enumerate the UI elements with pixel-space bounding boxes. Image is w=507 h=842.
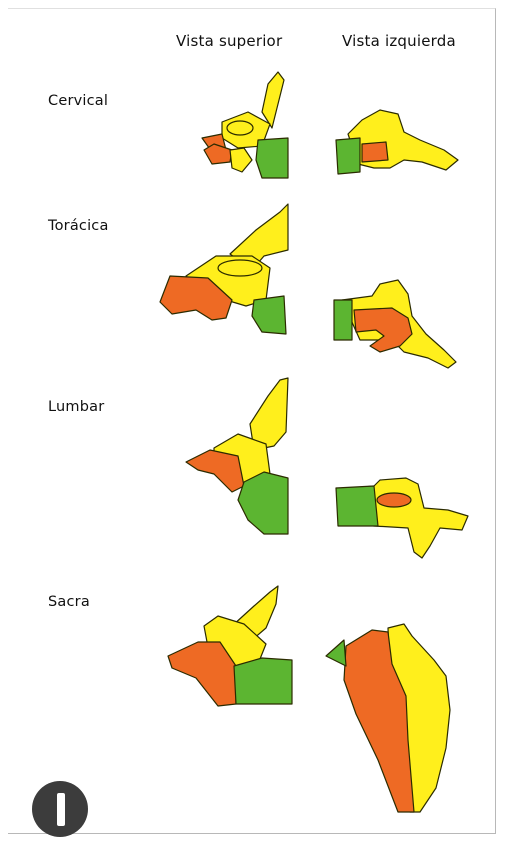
cervical-left-vertebra	[336, 110, 458, 174]
lumbar-superior-vertebra	[186, 378, 288, 534]
lumbar-left-vertebra	[336, 478, 468, 558]
cervical-superior-vertebra	[202, 72, 288, 178]
badge-bar	[57, 793, 65, 826]
toracica-left-vertebra	[334, 280, 456, 368]
toracica-superior-vertebra	[160, 204, 288, 334]
sacra-left-vertebra	[326, 624, 450, 812]
sacra-superior-vertebra	[168, 586, 292, 706]
